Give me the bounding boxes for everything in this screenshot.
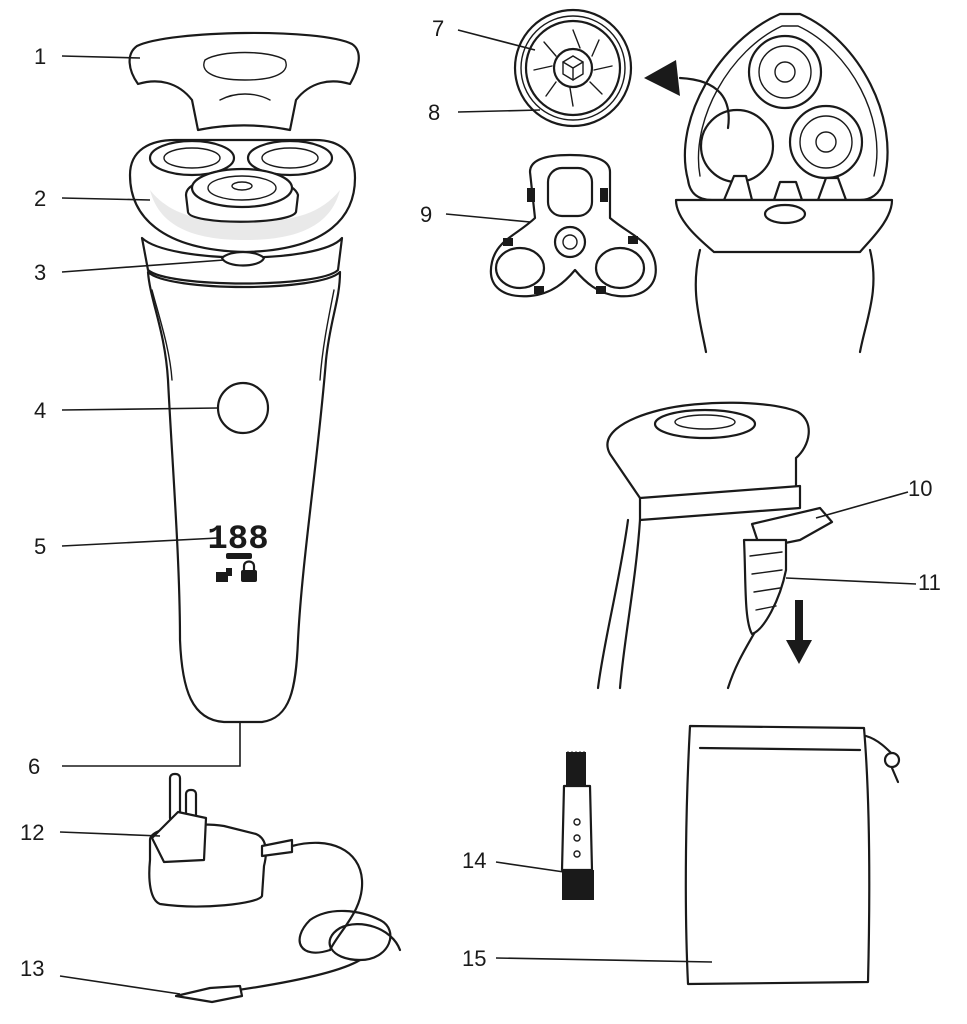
storage-pouch <box>684 724 901 986</box>
callout-7: 7 <box>432 16 444 41</box>
display-digits: 188 <box>207 521 268 559</box>
callout-6: 6 <box>28 754 40 779</box>
shaving-head-unit <box>128 138 357 254</box>
callout-3: 3 <box>34 260 46 285</box>
callout-11: 11 <box>918 570 941 595</box>
callout-13: 13 <box>20 956 44 981</box>
lock-shackle-icon <box>242 560 256 572</box>
callout-12: 12 <box>20 820 44 845</box>
callout-4: 4 <box>34 398 46 423</box>
callout-2: 2 <box>34 186 46 211</box>
power-adapter <box>148 772 402 1004</box>
lock-icon <box>241 570 257 582</box>
callout-1: 1 <box>34 44 46 69</box>
callout-15: 15 <box>462 946 486 971</box>
faucet-icon <box>216 568 232 582</box>
open-shaving-head <box>644 12 894 354</box>
cutter-and-guard <box>513 8 633 128</box>
power-button <box>216 381 270 435</box>
cutter-blades <box>533 29 613 107</box>
head-release-collar <box>140 236 344 285</box>
callout-8: 8 <box>428 100 440 125</box>
protective-cap <box>128 31 360 132</box>
battery-icon <box>226 553 252 559</box>
shaver-front-view: 188 <box>128 31 360 724</box>
cleaning-brush <box>560 751 594 900</box>
cutter-retaining-frame <box>489 153 657 298</box>
lcd-display: 188 <box>207 521 269 582</box>
callout-10: 10 <box>908 476 932 501</box>
callout-9: 9 <box>420 202 432 227</box>
callout-5: 5 <box>34 534 46 559</box>
callout-14: 14 <box>462 848 486 873</box>
leader-lines <box>59 29 917 995</box>
shaver-handle <box>146 270 342 724</box>
callout-labels: 1 2 3 4 5 6 7 8 9 10 11 12 13 14 15 <box>20 16 941 981</box>
trimmer-view <box>596 401 834 690</box>
